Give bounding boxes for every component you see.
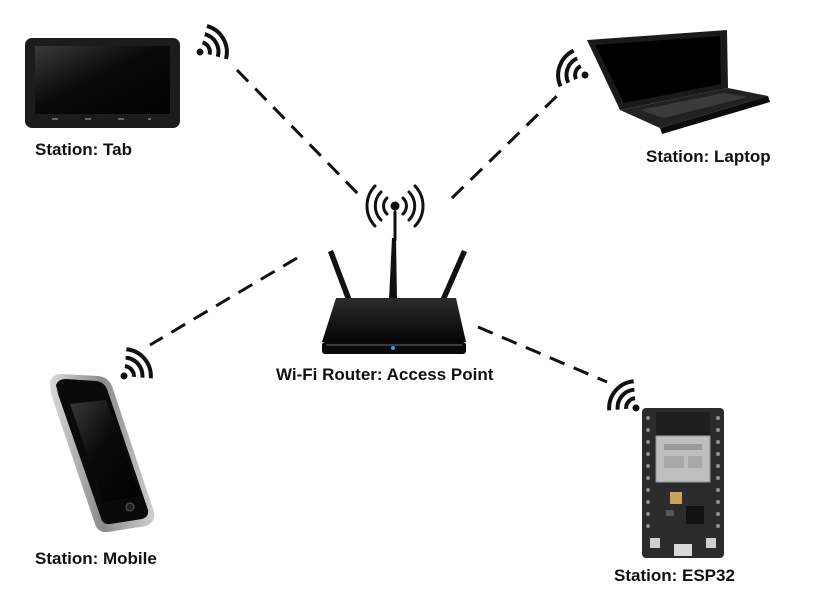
connection-links [149,68,608,384]
link-tab [235,68,364,200]
link-laptop [450,91,562,200]
wifi-signal-icon-tab [196,24,229,60]
link-esp32 [477,325,608,384]
wifi-signal-icon-laptop [556,48,589,88]
label-laptop: Station: Laptop [646,147,771,166]
smartphone-icon [50,374,155,533]
wifi-signal-icon-esp32 [607,379,640,412]
label-mobile: Station: Mobile [35,549,157,568]
label-tab: Station: Tab [35,140,132,159]
link-mobile [149,256,298,347]
broadcast-icon [365,184,425,242]
esp32-board-icon [642,408,724,558]
label-esp32: Station: ESP32 [614,566,735,585]
tablet-icon [25,38,180,128]
wifi-signal-icon-mobile [120,347,153,380]
wifi-router-icon [322,238,467,354]
laptop-icon [587,30,770,134]
label-router: Wi-Fi Router: Access Point [276,365,494,384]
